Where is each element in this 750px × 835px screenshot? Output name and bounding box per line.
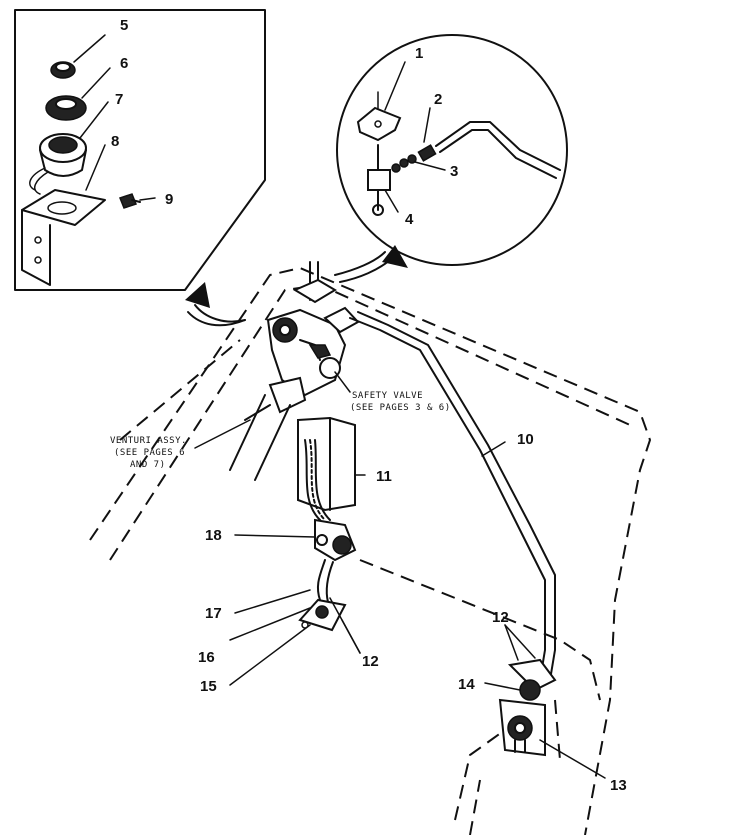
callout-7: 7 (115, 91, 123, 108)
callout-16: 16 (198, 649, 215, 666)
note-safety-valve-line1: SAFETY VALVE (352, 391, 423, 401)
inset-left-parts (21, 61, 141, 286)
callout-12-left: 12 (362, 653, 379, 670)
callout-11: 11 (376, 468, 392, 485)
callout-9: 9 (165, 191, 173, 208)
bracket-part-8 (21, 189, 106, 226)
screw-part-9 (119, 193, 137, 209)
callout-18: 18 (205, 527, 222, 544)
callout-14: 14 (458, 676, 475, 693)
ferrule-part-3 (391, 163, 401, 173)
main-assembly (229, 261, 557, 757)
arrow-to-left-inset (185, 282, 246, 327)
inset-circle-right (336, 34, 568, 266)
callout-3: 3 (450, 163, 458, 180)
callout-5: 5 (120, 17, 128, 34)
note-venturi-line2: (SEE PAGES 6 (114, 448, 185, 458)
callout-13: 13 (610, 777, 627, 794)
callout-15: 15 (200, 678, 217, 695)
callout-1: 1 (415, 45, 423, 62)
callout-10: 10 (517, 431, 534, 448)
callout-8: 8 (111, 133, 119, 150)
nut-part-14 (519, 679, 541, 701)
note-safety-valve-line2: (SEE PAGES 3 & 6) (350, 403, 451, 413)
notes: SAFETY VALVE (SEE PAGES 3 & 6) VENTURI A… (110, 391, 451, 470)
note-venturi-line1: VENTURI ASSY. (110, 436, 187, 446)
callouts: 5 6 7 8 9 1 2 3 4 10 11 18 17 16 15 12 1… (111, 17, 627, 794)
fitting-part-2 (417, 144, 437, 162)
callout-12-right: 12 (492, 609, 509, 626)
inset-box-left (14, 9, 266, 291)
callout-4: 4 (405, 211, 414, 228)
note-venturi-line3: AND 7) (130, 460, 166, 470)
inset-right-parts (356, 91, 561, 216)
leader-lines (73, 34, 606, 779)
arrow-to-right-inset (334, 245, 408, 283)
bracket-part-1 (356, 106, 402, 142)
valve-part-4 (367, 169, 391, 191)
range-outline (89, 266, 652, 835)
callout-17: 17 (205, 605, 222, 622)
callout-2: 2 (434, 91, 442, 108)
callout-6: 6 (120, 55, 128, 72)
